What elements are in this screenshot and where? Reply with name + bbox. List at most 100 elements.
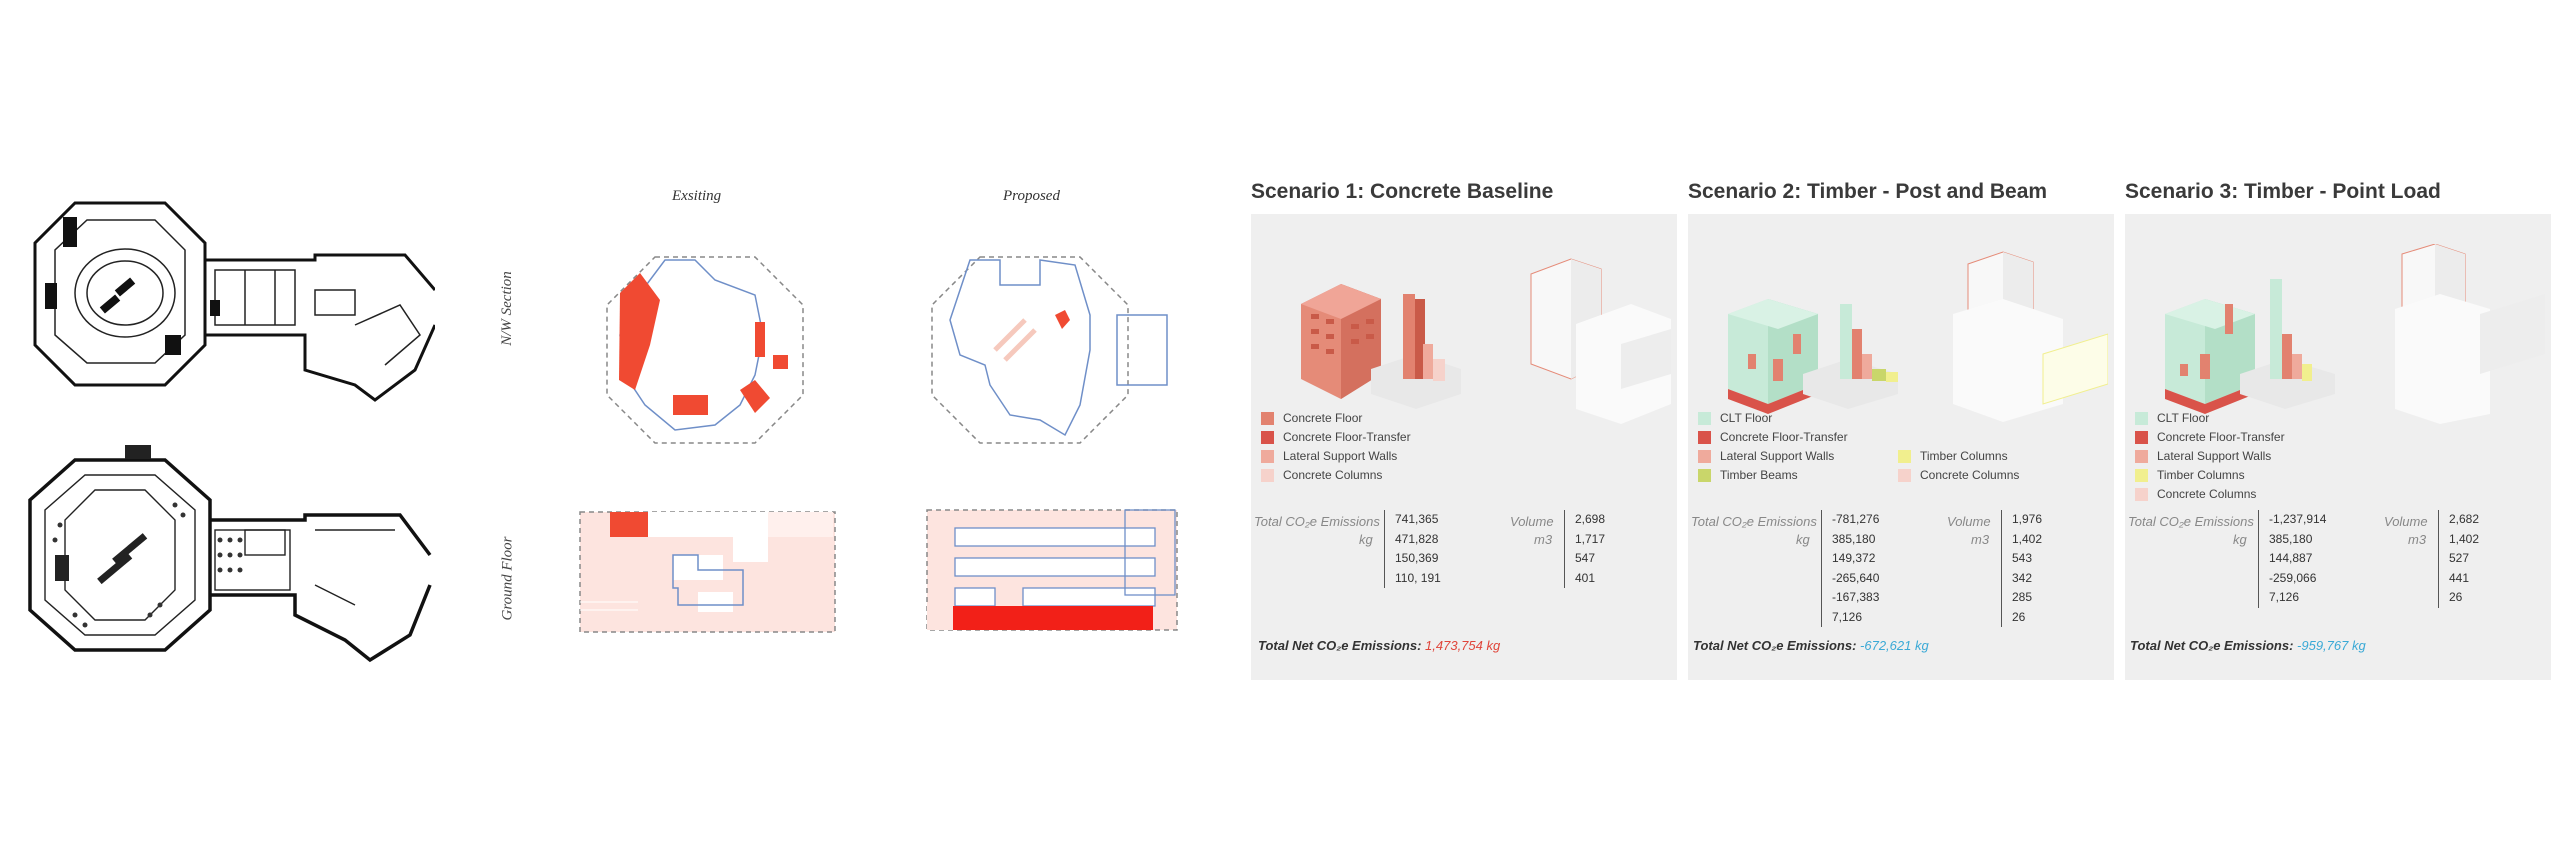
emission-value: 385,180 (1832, 531, 1876, 546)
volume-value: 543 (2012, 551, 2033, 565)
volume-value: 547 (1575, 551, 1596, 565)
emission-value: 471,828 (1395, 531, 1439, 546)
legend-label: Concrete Floor-Transfer (1283, 430, 1411, 444)
legend-label: CLT Floor (2157, 411, 2210, 425)
row-label-ground: Ground Floor (499, 536, 516, 621)
legend-swatch (2135, 487, 2148, 501)
existing-section-diagram (606, 256, 804, 444)
legend-label: Lateral Support Walls (2157, 449, 2272, 463)
scenario-3-total: Total Net CO₂e Emissions: -959,767 kg (2130, 638, 2366, 653)
scenario-2-legend-item: Lateral Support Walls (1698, 449, 1834, 463)
volume-value: 2,682 (2449, 512, 2480, 526)
scenario-3-legend-item: Concrete Floor-Transfer (2135, 430, 2285, 444)
scenario-3-volume-values: 2,682 1,402 527 441 26 (2438, 510, 2479, 608)
emission-value: -265,640 (1832, 570, 1880, 585)
plan-ground-floor (28, 445, 432, 663)
legend-label: Timber Beams (1720, 468, 1798, 482)
emission-value: 7,126 (2269, 590, 2300, 604)
emission-value: -1,237,914 (2269, 512, 2327, 526)
scenario-3-volume-label: Volume (2384, 514, 2428, 529)
legend-label: Concrete Columns (2157, 487, 2257, 501)
legend-swatch (1698, 411, 1711, 425)
emission-value: -167,383 (1832, 590, 1880, 604)
total-label: Total Net CO₂e Emissions: (1258, 638, 1422, 653)
total-value: 1,473,754 kg (1425, 638, 1501, 653)
scenario-2-volume-label: Volume (1947, 514, 1991, 529)
scenario-3-emissions-label: Total CO₂e Emissions (2128, 514, 2254, 529)
legend-swatch (2135, 411, 2148, 425)
total-label: Total Net CO₂e Emissions: (1693, 638, 1857, 653)
scenario-1-volume-label: Volume (1510, 514, 1554, 529)
legend-swatch (1261, 449, 1274, 463)
legend-label: Concrete Floor-Transfer (1720, 430, 1848, 444)
legend-label: Concrete Columns (1920, 468, 2020, 482)
plan-nw-section (33, 201, 435, 402)
scenario-2-emissions-label: Total CO₂e Emissions (1691, 514, 1817, 529)
legend-label: Timber Columns (2157, 468, 2245, 482)
scenario-1-emissions-values: 741,365 471,828 150,369 110, 191 (1384, 510, 1441, 588)
scenario-3-panel: CLT Floor Concrete Floor-Transfer Latera… (2125, 214, 2551, 680)
volume-value: 401 (1575, 570, 1596, 585)
proposed-ground-diagram (926, 509, 1178, 631)
scenario-3-legend-item: Timber Columns (2135, 468, 2245, 482)
legend-swatch (2135, 449, 2148, 463)
volume-value: 2,698 (1575, 512, 1606, 526)
scenario-3-emissions-values: -1,237,914 385,180 144,887 -259,066 7,12… (2258, 510, 2326, 608)
volume-value: 26 (2012, 609, 2026, 624)
volume-value: 1,402 (2012, 531, 2043, 546)
scenario-3-emissions-unit: kg (2233, 532, 2247, 547)
scenario-1-legend-item: Concrete Floor-Transfer (1261, 430, 1411, 444)
legend-swatch (1698, 430, 1711, 444)
volume-value: 527 (2449, 551, 2470, 565)
emission-value: 150,369 (1395, 551, 1439, 565)
col-label-existing: Exsiting (672, 188, 722, 204)
scenario-2-emissions-unit: kg (1796, 532, 1810, 547)
emission-value: 144,887 (2269, 551, 2313, 565)
volume-value: 342 (2012, 570, 2033, 585)
scenario-1-panel: Concrete Floor Concrete Floor-Transfer L… (1251, 214, 1677, 680)
scenario-2-total: Total Net CO₂e Emissions: -672,621 kg (1693, 638, 1929, 653)
volume-value: 1,402 (2449, 531, 2480, 546)
legend-label: Lateral Support Walls (1720, 449, 1835, 463)
scenario-2-legend-item: Timber Beams (1698, 468, 1798, 482)
legend-label: Concrete Floor-Transfer (2157, 430, 2285, 444)
scenario-2-legend-item: Concrete Floor-Transfer (1698, 430, 1848, 444)
scenario-1-legend-item: Lateral Support Walls (1261, 449, 1397, 463)
emission-value: 385,180 (2269, 531, 2313, 546)
scenario-1-emissions-unit: kg (1359, 532, 1373, 547)
legend-label: CLT Floor (1720, 411, 1773, 425)
scenario-1-legend-item: Concrete Columns (1261, 468, 1382, 482)
legend-swatch (1261, 430, 1274, 444)
emission-value: 110, 191 (1395, 570, 1441, 585)
scenario-1-volume-values: 2,698 1,717 547 401 (1564, 510, 1605, 588)
scenario-3-massing (2165, 244, 2545, 424)
scenario-2-title: Scenario 2: Timber - Post and Beam (1688, 180, 2048, 203)
scenario-3-title: Scenario 3: Timber - Point Load (2125, 180, 2441, 203)
legend-swatch (1898, 468, 1911, 482)
scenario-1-legend-item: Concrete Floor (1261, 411, 1362, 425)
scenario-1-emissions-label: Total CO₂e Emissions (1254, 514, 1380, 529)
scenario-2-emissions-values: -781,276 385,180 149,372 -265,640 -167,3… (1821, 510, 1879, 627)
scenario-1-massing (1301, 258, 1671, 424)
legend-label: Concrete Floor (1283, 411, 1363, 425)
legend-swatch (1698, 468, 1711, 482)
scenario-2-massing (1728, 251, 2108, 422)
scenario-2-legend-item: CLT Floor (1698, 411, 1772, 425)
legend-swatch (1261, 411, 1274, 425)
emission-value: 149,372 (1832, 551, 1876, 565)
row-label-section: N/W Section (498, 271, 515, 346)
volume-value: 1,717 (1575, 531, 1606, 546)
total-value: -672,621 kg (1860, 638, 1929, 653)
volume-value: 26 (2449, 590, 2463, 604)
scenario-2-volume-unit: m3 (1971, 532, 1990, 547)
proposed-section-diagram (931, 256, 1168, 444)
emission-value: 741,365 (1395, 512, 1439, 526)
legend-swatch (2135, 430, 2148, 444)
scenario-1-title: Scenario 1: Concrete Baseline (1251, 180, 1554, 203)
legend-swatch (1261, 468, 1274, 482)
legend-label: Lateral Support Walls (1283, 449, 1398, 463)
scenario-3-volume-unit: m3 (2408, 532, 2427, 547)
total-value: -959,767 kg (2297, 638, 2366, 653)
scenario-3-legend-item: Lateral Support Walls (2135, 449, 2271, 463)
scenario-1-total: Total Net CO₂e Emissions: 1,473,754 kg (1258, 638, 1500, 653)
